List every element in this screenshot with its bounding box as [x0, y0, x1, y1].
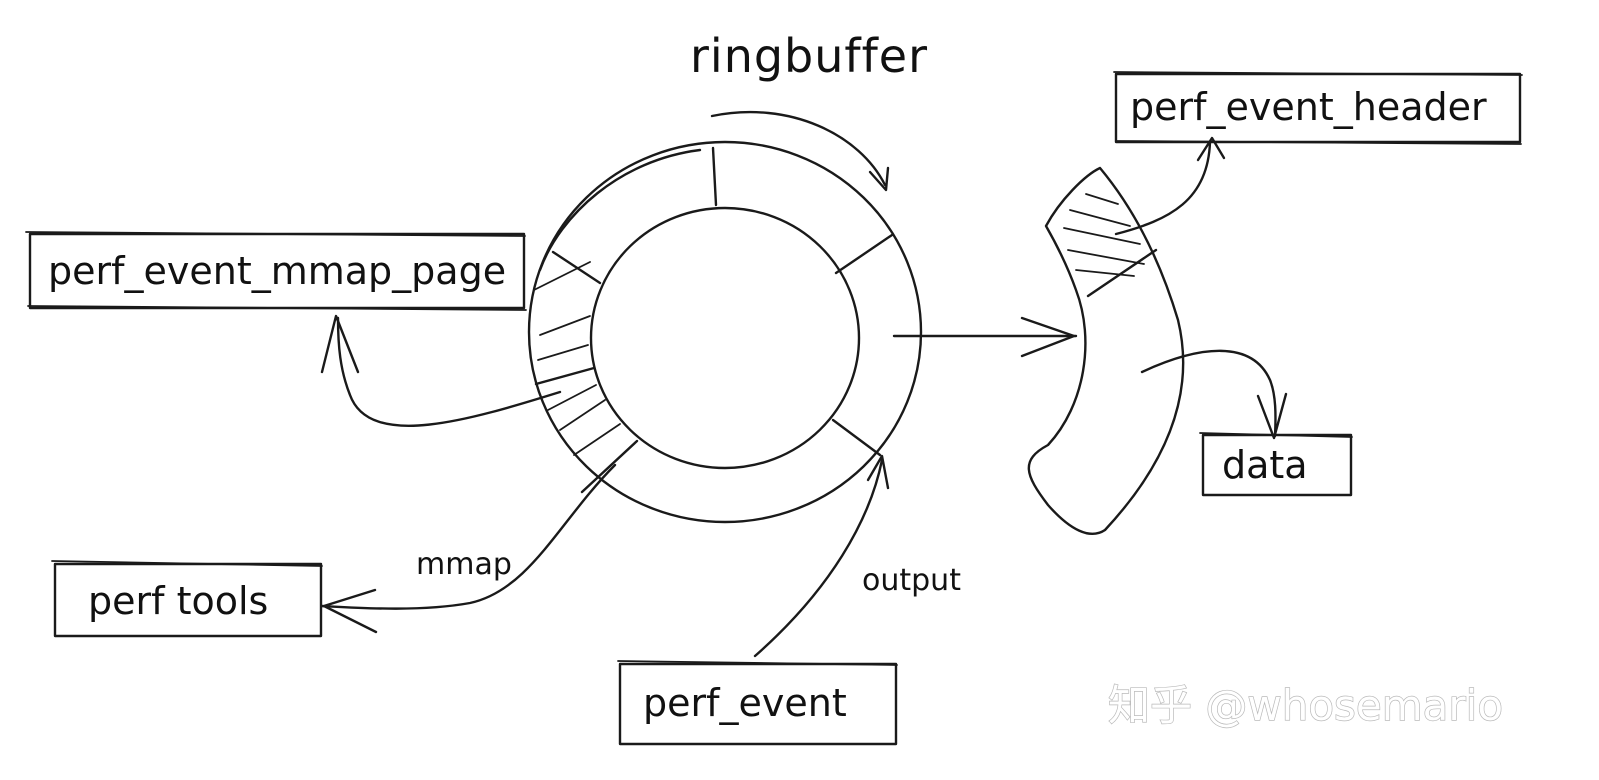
box-label-event-header: perf_event_header — [1130, 85, 1487, 129]
box-perf-event: perf_event — [617, 660, 898, 746]
edge-label-mmap: mmap — [416, 547, 512, 582]
rotation-arrow — [710, 111, 890, 192]
record-segment — [1027, 166, 1185, 535]
box-label-data: data — [1222, 443, 1308, 487]
arrow-to-mmap-page — [320, 314, 562, 427]
ringbuffer-ring — [527, 140, 923, 524]
box-perf-event-mmap-page: perf_event_mmap_page — [25, 231, 527, 311]
box-perf-tools: perf tools — [51, 560, 323, 638]
edge-label-output: output — [862, 563, 961, 598]
diagram-title: ringbuffer — [690, 29, 928, 83]
arrow-to-perf-tools — [320, 463, 617, 634]
arrow-output — [753, 454, 890, 658]
watermark-text: 知乎 @whosemario — [1108, 681, 1503, 730]
box-perf-event-header: perf_event_header — [1113, 71, 1523, 145]
box-label-perf-tools: perf tools — [88, 579, 268, 623]
arrow-ring-to-record — [892, 316, 1078, 358]
box-label-perf-event: perf_event — [643, 681, 847, 725]
box-data: data — [1199, 432, 1353, 497]
arrow-to-event-header — [1114, 136, 1226, 236]
box-label-mmap-page: perf_event_mmap_page — [48, 249, 506, 293]
arrow-to-data — [1140, 349, 1288, 440]
